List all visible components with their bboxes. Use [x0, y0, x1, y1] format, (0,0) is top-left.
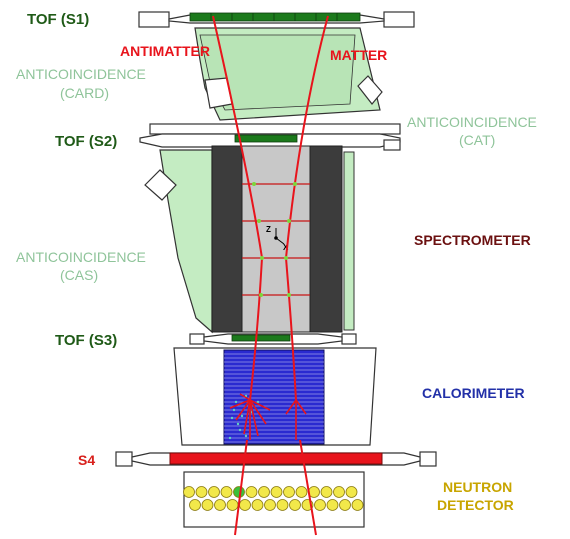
- cas-label-line2: (CAS): [60, 267, 98, 283]
- card-pmt-right: [357, 75, 383, 105]
- cas-label-line1: ANTICOINCIDENCE: [16, 249, 146, 265]
- matter-label: MATTER: [330, 47, 387, 63]
- shower-spray-right: [285, 399, 307, 440]
- cat-label-line1: ANTICOINCIDENCE: [407, 114, 537, 130]
- card-inner-panel: [199, 34, 356, 111]
- s4-scintillator: [169, 452, 383, 465]
- neutron-detector-box: [183, 471, 365, 528]
- neutron-tube: [195, 486, 208, 498]
- s4-end-right: [419, 451, 437, 467]
- neutron-label-line2: DETECTOR: [437, 497, 514, 513]
- neutron-tubes: [183, 486, 364, 511]
- s4-label: S4: [78, 452, 95, 468]
- neutron-tube: [276, 499, 289, 511]
- tof-s2-label: TOF (S2): [55, 133, 117, 150]
- tof-s2-assembly: [139, 123, 401, 151]
- tof-s3-assembly: [189, 333, 357, 345]
- tracker-hits: [252, 182, 297, 297]
- calorimeter-assembly: [173, 347, 377, 446]
- neutron-tube: [295, 486, 308, 498]
- magnet-left: [211, 145, 243, 333]
- tof-s3-paddles: [231, 334, 291, 342]
- tof-s1-end-right: [383, 11, 415, 28]
- s4-end-left: [115, 451, 133, 467]
- cat-top-plate: [149, 123, 401, 135]
- shower-particles: [228, 394, 260, 440]
- calorimeter-label: CALORIMETER: [422, 385, 525, 401]
- tof-s3-end-left: [189, 333, 205, 345]
- s4-assembly: [115, 451, 437, 467]
- coordinate-axes: Z X: [266, 225, 289, 252]
- neutron-tube: [345, 486, 358, 498]
- antimatter-track-exit: [234, 439, 248, 536]
- neutron-tube: [258, 486, 270, 498]
- neutron-tube: [320, 486, 333, 498]
- card-label-line1: ANTICOINCIDENCE: [16, 66, 146, 82]
- cat-label-line2: (CAT): [459, 132, 495, 148]
- neutron-tube: [201, 499, 214, 511]
- tof-s2-paddles: [234, 134, 298, 143]
- antimatter-track: [212, 15, 264, 401]
- neutron-tube: [264, 499, 276, 511]
- neutron-tube: [208, 486, 220, 498]
- neutron-tube: [333, 486, 345, 498]
- magnet-right: [309, 145, 343, 333]
- neutron-detector-assembly: [183, 471, 365, 528]
- neutron-tube: [245, 486, 258, 498]
- particle-tracks: [212, 15, 329, 536]
- tof-s3-end-right: [341, 333, 357, 345]
- card-assembly: [194, 27, 383, 121]
- tof-s3-label: TOF (S3): [55, 332, 117, 349]
- neutron-tube: [226, 499, 239, 511]
- neutron-tube: [339, 499, 351, 511]
- cas-pmt: [144, 169, 177, 201]
- matter-track: [284, 15, 329, 401]
- matter-track-exit: [299, 439, 317, 536]
- neutron-tube: [239, 499, 251, 511]
- neutron-tube: [189, 499, 201, 511]
- tof-s1-label: TOF (S1): [27, 11, 89, 28]
- neutron-tube: [270, 486, 283, 498]
- calorimeter-layers: [224, 353, 324, 443]
- card-label-line2: (CARD): [60, 85, 109, 101]
- neutron-tube: [314, 499, 326, 511]
- shower-spray-left: [229, 393, 271, 440]
- neutron-tube: [214, 499, 226, 511]
- tof-s1-paddles: [189, 12, 361, 22]
- neutron-tube: [183, 486, 195, 498]
- tof-s2-end-right: [383, 139, 401, 151]
- antimatter-label: ANTIMATTER: [120, 43, 210, 59]
- tof-s1-paddle-dividers: [210, 13, 338, 21]
- neutron-tube: [251, 499, 264, 511]
- neutron-label-line1: NEUTRON: [443, 479, 512, 495]
- neutron-tube: [351, 499, 364, 511]
- labels: TOF (S1) ANTIMATTER MATTER ANTICOINCIDEN…: [16, 11, 537, 513]
- tof-s1-end-left: [138, 11, 170, 28]
- axis-z-label: Z: [266, 225, 271, 234]
- neutron-tube: [283, 486, 295, 498]
- neutron-tube: [326, 499, 339, 511]
- cas-right-panel: [343, 151, 355, 331]
- axis-x-label: X: [283, 243, 289, 252]
- neutron-tube: [220, 486, 233, 498]
- spectrometer-assembly: Z X: [211, 145, 343, 333]
- spectrometer-label: SPECTROMETER: [414, 232, 531, 248]
- tof-s1-assembly: [138, 11, 415, 28]
- neutron-tube: [289, 499, 301, 511]
